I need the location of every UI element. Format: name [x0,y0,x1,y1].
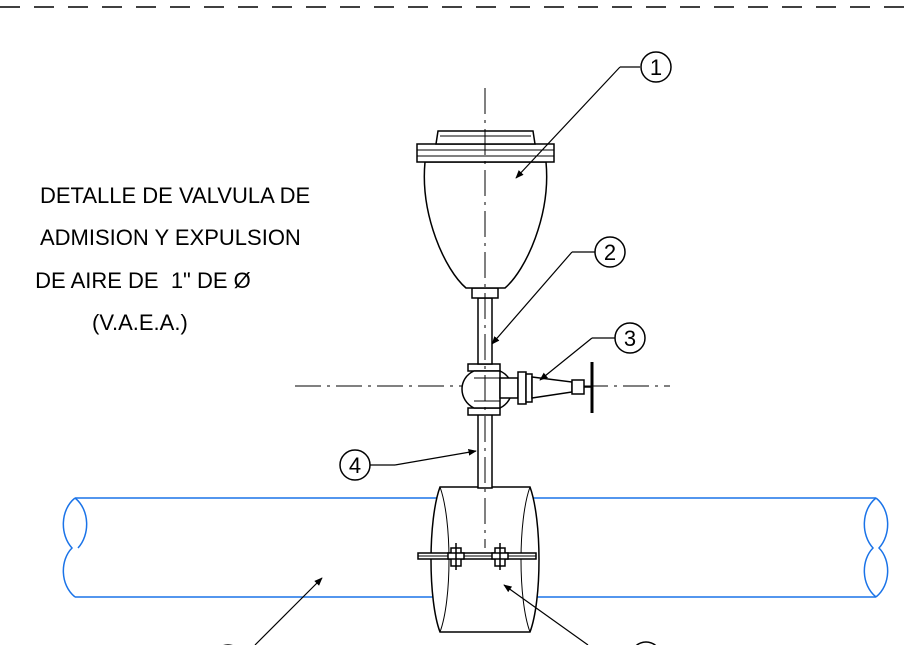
callout-1: 1 [515,51,672,179]
callout-4-number: 4 [349,453,361,478]
callout-6: 6 [223,577,323,645]
callout-4: 4 [339,448,477,481]
callout-1-number: 1 [650,55,662,80]
title-line-1: DETALLE DE VALVULA DE [40,183,311,208]
callout-2: 2 [491,236,626,345]
title-line-3: DE AIRE DE 1" DE Ø [29,268,251,293]
title-line-4: (V.A.E.A.) [92,310,188,335]
callout-3-number: 3 [624,326,636,351]
side-gate-valve [499,362,594,413]
saddle-clamp [417,486,540,633]
callout-2-number: 2 [604,240,616,265]
tee-fitting [461,363,513,416]
callout-3: 3 [539,322,646,381]
title-line-2: ADMISION Y EXPULSION [40,225,301,250]
callout-5: 5 [503,584,657,645]
